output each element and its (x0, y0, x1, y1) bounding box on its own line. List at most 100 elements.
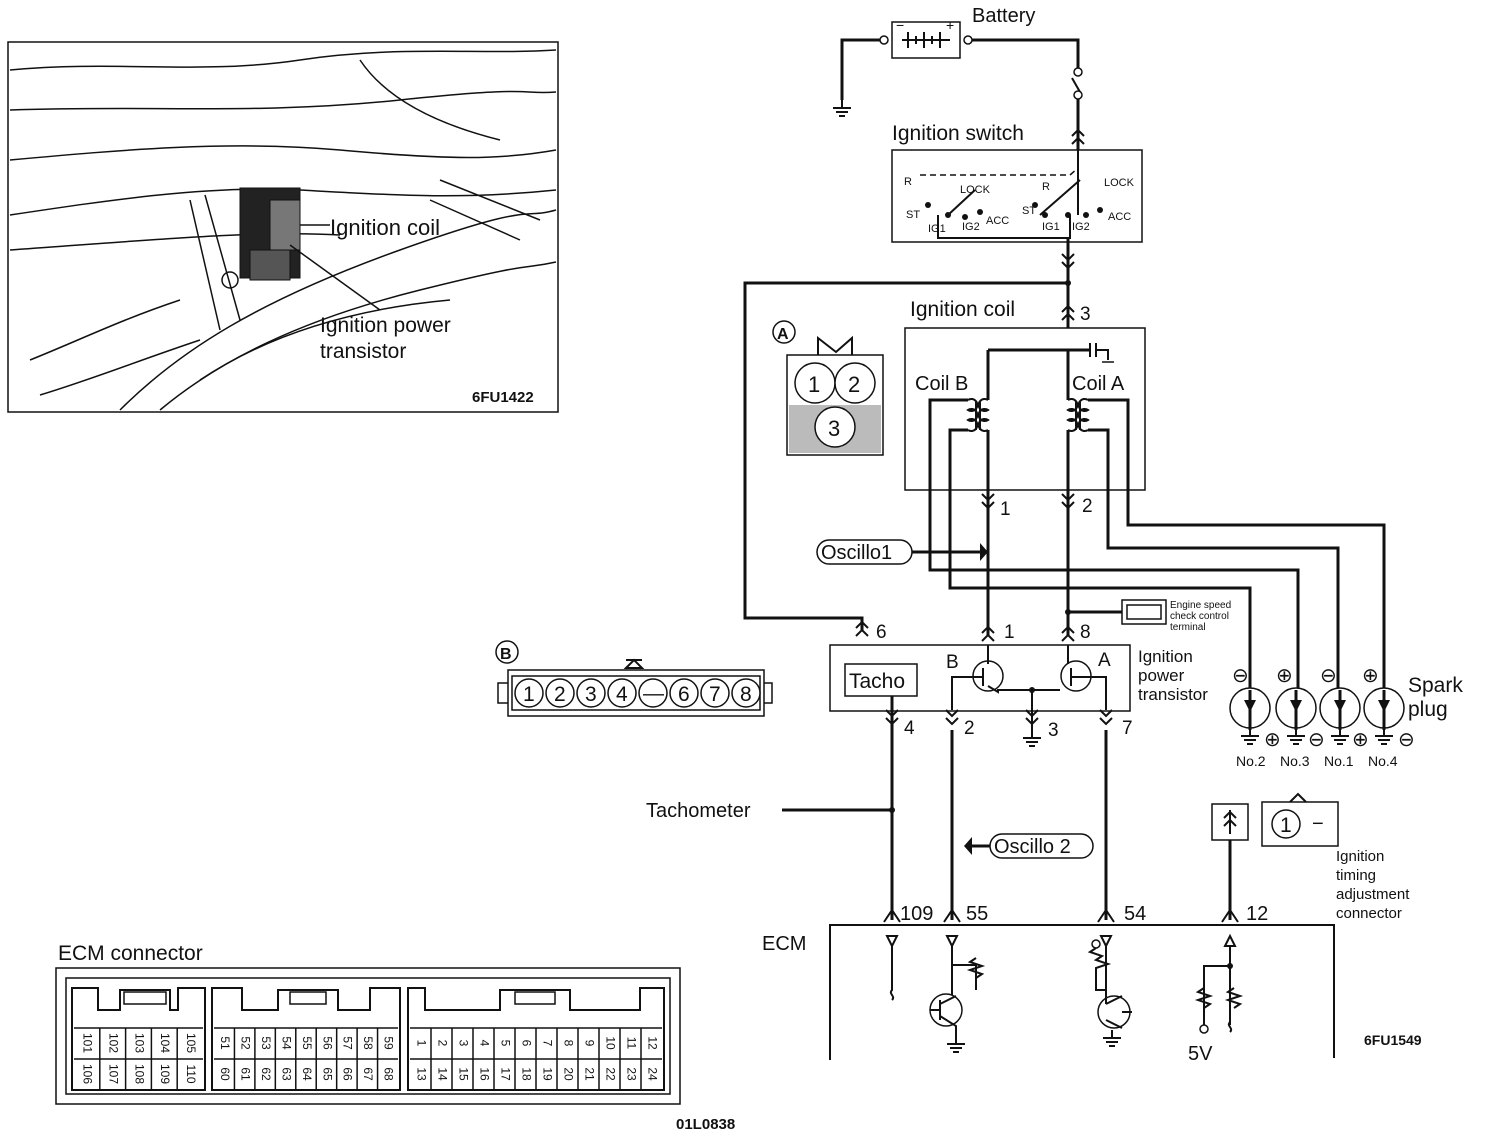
svg-text:8: 8 (1080, 622, 1091, 643)
ecm-pin-104: 104 (158, 1033, 172, 1053)
svg-text:1: 1 (808, 372, 820, 397)
ecm-pin-61: 61 (238, 1067, 252, 1081)
ecm-pin-7: 7 (540, 1040, 554, 1047)
svg-text:transistor: transistor (1138, 685, 1208, 704)
ecm-pin-101: 101 (81, 1033, 95, 1053)
ignition-coil: Ignition coil Coil B Coil A (904, 298, 1386, 690)
svg-text:1: 1 (1000, 499, 1011, 520)
svg-text:Ignition: Ignition (1138, 647, 1193, 666)
svg-text:8: 8 (740, 683, 752, 706)
svg-text:6: 6 (678, 683, 690, 706)
ecm-pin-103: 103 (132, 1033, 146, 1053)
svg-text:−: − (896, 17, 904, 33)
svg-text:Spark: Spark (1408, 674, 1463, 697)
svg-text:IG1: IG1 (1042, 221, 1060, 233)
svg-text:⊖: ⊖ (1398, 729, 1415, 751)
ecm-pin-9: 9 (582, 1040, 596, 1047)
svg-text:Coil A: Coil A (1072, 373, 1125, 395)
oscillo2-probe: Oscillo 2 (964, 833, 1094, 859)
svg-text:No.2: No.2 (1236, 753, 1266, 769)
ecm-pin-23: 23 (624, 1067, 638, 1081)
ecm-pin-3: 3 (456, 1040, 470, 1047)
svg-text:Oscillo1: Oscillo1 (821, 542, 892, 564)
ecm-pin-5: 5 (498, 1040, 512, 1047)
svg-text:plug: plug (1408, 698, 1448, 721)
svg-text:⊖: ⊖ (1320, 665, 1337, 687)
svg-text:4: 4 (904, 718, 915, 739)
svg-text:1: 1 (1004, 622, 1015, 643)
svg-text:B: B (500, 646, 512, 663)
ecm-pin-22: 22 (603, 1067, 617, 1081)
svg-text:3: 3 (585, 683, 597, 706)
svg-text:connector: connector (1336, 905, 1402, 922)
ecm-connector: ECM connector 10110610210710310810410910… (55, 942, 735, 1133)
oscillo1-probe: Oscillo1 (816, 539, 988, 565)
svg-text:ST: ST (1022, 205, 1036, 217)
svg-text:R: R (904, 176, 912, 188)
ecm-pin-109: 109 (158, 1064, 172, 1084)
svg-text:−: − (1312, 813, 1324, 835)
svg-text:1: 1 (523, 683, 535, 706)
ecm-pin-56: 56 (320, 1036, 334, 1050)
ecm-pin-110: 110 (184, 1064, 198, 1083)
svg-text:2: 2 (964, 718, 975, 739)
svg-text:12: 12 (1246, 903, 1268, 925)
svg-text:⊕: ⊕ (1276, 665, 1293, 687)
battery-label: Battery (972, 5, 1035, 27)
svg-text:Ignition: Ignition (1336, 848, 1384, 865)
svg-text:—: — (643, 682, 664, 705)
ecm-pin-20: 20 (561, 1067, 575, 1081)
ecm-pin-58: 58 (361, 1036, 375, 1050)
ignition-switch-label: Ignition switch (892, 122, 1024, 145)
ecm-pin-12: 12 (645, 1036, 659, 1050)
svg-text:A: A (1098, 650, 1111, 671)
ecm-pin-66: 66 (341, 1067, 355, 1081)
ecm-pin-62: 62 (259, 1067, 273, 1081)
svg-text:A: A (777, 326, 789, 343)
svg-text:109: 109 (900, 903, 933, 925)
svg-text:IG2: IG2 (962, 221, 980, 233)
svg-text:No.4: No.4 (1368, 753, 1398, 769)
svg-text:timing: timing (1336, 867, 1376, 884)
svg-text:1: 1 (1280, 814, 1292, 837)
svg-text:5V: 5V (1188, 1043, 1213, 1065)
tachometer-label: Tachometer (646, 800, 751, 822)
ecm-pin-57: 57 (341, 1036, 355, 1050)
ecm-pin-53: 53 (259, 1036, 273, 1050)
svg-text:B: B (946, 652, 959, 673)
ecm-pin-13: 13 (414, 1067, 428, 1081)
ecm-pin-107: 107 (107, 1064, 121, 1084)
svg-text:Engine speed: Engine speed (1170, 600, 1231, 611)
ecm-pin-108: 108 (132, 1064, 146, 1084)
location-photo: Ignition coil Ignition power transistor … (7, 41, 559, 413)
svg-text:3: 3 (1080, 304, 1091, 325)
svg-text:No.3: No.3 (1280, 753, 1310, 769)
svg-text:LOCK: LOCK (960, 184, 991, 196)
ecm-pin-19: 19 (540, 1067, 554, 1081)
svg-text:6: 6 (876, 622, 887, 643)
ecm-pin-21: 21 (582, 1067, 596, 1081)
svg-text:ACC: ACC (1108, 211, 1131, 223)
svg-text:+: + (946, 17, 954, 33)
photo-label-transistor-1: Ignition power (320, 314, 451, 337)
photo-label-coil: Ignition coil (330, 215, 440, 240)
svg-text:55: 55 (966, 903, 988, 925)
svg-text:⊕: ⊕ (1264, 729, 1281, 751)
svg-text:2: 2 (1082, 496, 1093, 517)
ecm-pin-63: 63 (279, 1067, 293, 1081)
svg-text:Oscillo 2: Oscillo 2 (994, 836, 1071, 858)
tacho-box: Tacho (849, 670, 905, 693)
ecm: ECM 109 55 54 12 5V 6FU1549 (762, 903, 1422, 1065)
ecm-pin-8: 8 (561, 1040, 575, 1047)
svg-text:⊕: ⊕ (1362, 665, 1379, 687)
svg-text:LOCK: LOCK (1104, 177, 1135, 189)
connector-b: B 1 2 3 4 — 6 7 8 (495, 640, 773, 717)
ecm-code: 6FU1549 (1364, 1032, 1422, 1048)
svg-text:IG1: IG1 (928, 223, 946, 235)
svg-text:7: 7 (709, 683, 721, 706)
connector-a: A 1 2 3 (772, 320, 884, 456)
ecm-pin-102: 102 (107, 1033, 121, 1053)
engine-speed-terminal: Engine speed check control terminal (1065, 599, 1231, 633)
svg-text:4: 4 (616, 683, 628, 706)
